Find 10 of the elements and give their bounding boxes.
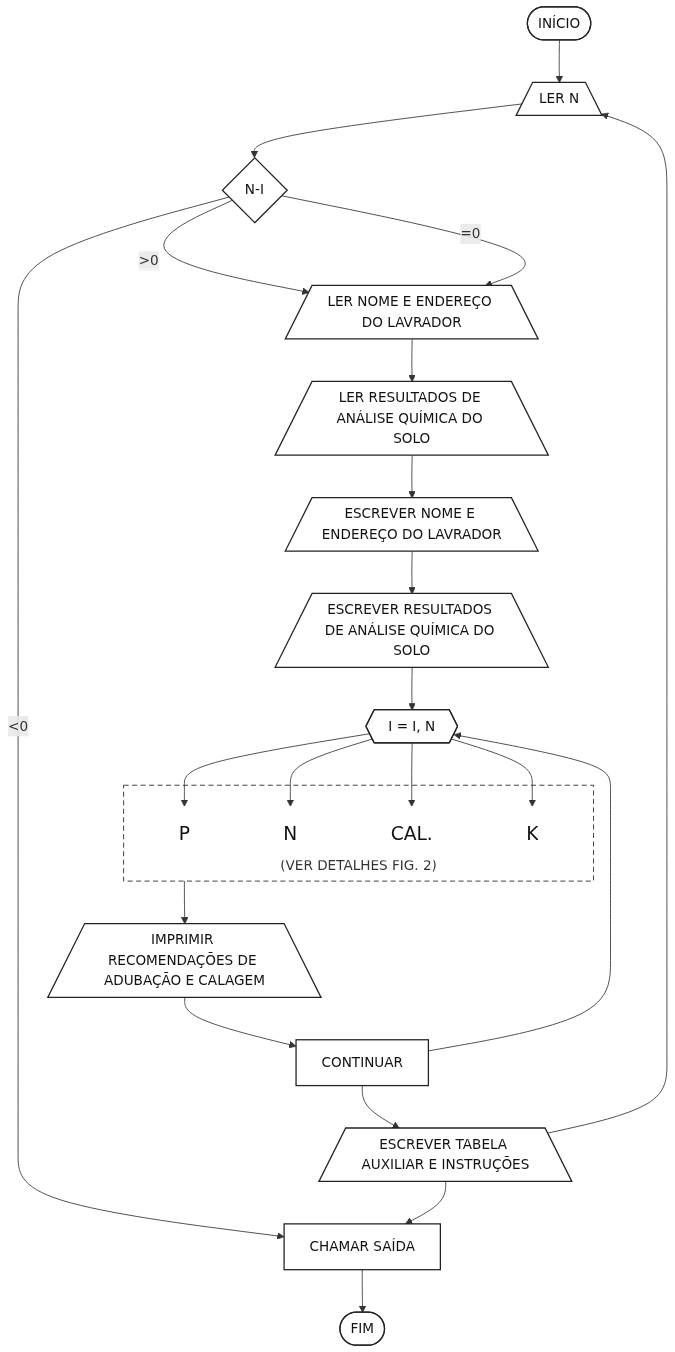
node-box: CONTINUAR bbox=[295, 1039, 430, 1087]
node-text: N bbox=[283, 822, 298, 844]
node-text: K bbox=[526, 822, 539, 844]
edge-label: =0 bbox=[460, 225, 481, 242]
node-box: CHAMAR SAÍDA bbox=[283, 1223, 441, 1271]
node-text: CAL. bbox=[390, 822, 433, 844]
node-text: P bbox=[178, 822, 191, 844]
edge-label: <0 bbox=[8, 717, 29, 734]
node-diamond: N-I bbox=[221, 156, 289, 224]
edge-label: >0 bbox=[138, 252, 159, 269]
